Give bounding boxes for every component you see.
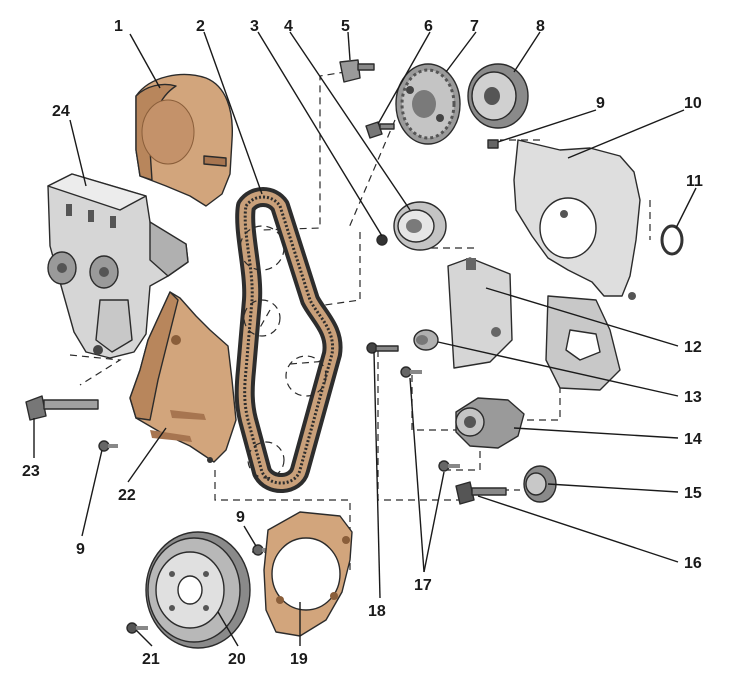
camshaft-sprocket-part [395, 63, 461, 145]
callout-2: 2 [196, 18, 205, 35]
tensioner-nut-part [376, 234, 388, 246]
callout-labels: 1 2 3 4 5 6 7 8 9 10 11 12 13 14 15 16 1… [22, 18, 703, 668]
water-pump-part [455, 397, 525, 449]
callout-16: 16 [684, 555, 702, 572]
leader-lines [33, 31, 697, 647]
upper-timing-cover-part [135, 73, 233, 207]
callout-6: 6 [424, 18, 433, 35]
callout-1: 1 [114, 18, 123, 35]
bolt-21-part [126, 622, 148, 634]
crank-bolt-part [455, 481, 507, 505]
lower-cover-plate-part [263, 511, 353, 637]
callout-22: 22 [118, 487, 136, 504]
screw-9-top-part [487, 139, 499, 149]
callout-4: 4 [284, 18, 293, 35]
rear-timing-cover-part [513, 139, 641, 391]
bracket-plate-part [447, 257, 513, 369]
callout-9-bottom: 9 [236, 509, 245, 526]
callout-20: 20 [228, 651, 246, 668]
callout-23: 23 [22, 463, 40, 480]
callout-3: 3 [250, 18, 259, 35]
callout-24: 24 [52, 103, 70, 120]
bolt-6-part [365, 121, 395, 139]
long-bolt-23-part [25, 395, 99, 421]
callout-18: 18 [368, 603, 386, 620]
callout-9-top: 9 [596, 95, 605, 112]
tensioner-pulley-part [393, 201, 447, 251]
crankshaft-pulley-part [145, 531, 251, 649]
callout-15: 15 [684, 485, 702, 502]
timing-belt-part [234, 187, 343, 493]
screw-9-left-part [98, 440, 118, 452]
callout-11: 11 [686, 173, 703, 190]
camshaft-adjuster-part [467, 63, 529, 129]
engine-bracket-part [47, 173, 189, 359]
callout-21: 21 [142, 651, 160, 668]
lower-timing-cover-part [129, 291, 237, 463]
callout-8: 8 [536, 18, 545, 35]
seal-ring-part [660, 224, 684, 256]
bolt-18-part [366, 342, 399, 354]
idler-roller-part [413, 329, 439, 351]
screws-17-part [400, 366, 460, 472]
callout-17: 17 [414, 577, 432, 594]
callout-19: 19 [290, 651, 308, 668]
callout-5: 5 [341, 18, 350, 35]
callout-7: 7 [470, 18, 479, 35]
callout-12: 12 [684, 339, 702, 356]
callout-10: 10 [684, 95, 702, 112]
callout-9-left: 9 [76, 541, 85, 558]
callout-13: 13 [684, 389, 702, 406]
callout-14: 14 [684, 431, 702, 448]
bolt-5-part [339, 59, 375, 83]
